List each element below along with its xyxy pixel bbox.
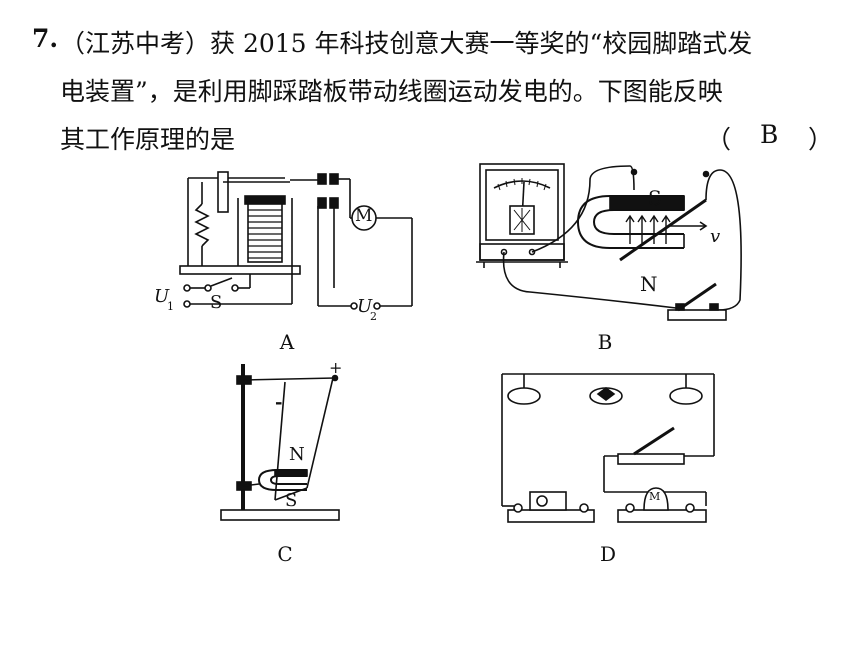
figure-a-caption: A — [279, 330, 295, 354]
figure-b-induction-setup[interactable]: S N v — [470, 160, 760, 330]
velocity-v-label: v — [710, 226, 721, 247]
figure-a-relay-circuit[interactable]: M U 1 S U 2 — [150, 168, 420, 328]
answer-close-paren: ） — [808, 125, 834, 154]
u1-label: U — [154, 286, 170, 307]
switch-s-label: S — [210, 292, 223, 313]
plus-terminal-label: + — [329, 358, 343, 377]
figure-c-caption: C — [277, 542, 293, 566]
u2-subscript: 2 — [370, 310, 377, 323]
u2-label: U — [357, 296, 373, 317]
magnet-n-label-c: N — [289, 444, 305, 465]
minus-terminal-label: - — [275, 392, 283, 413]
figure-b-caption: B — [597, 330, 613, 354]
u1-subscript: 1 — [167, 300, 174, 313]
figure-d-caption: D — [599, 542, 617, 566]
magnet-n-label: N — [640, 272, 658, 296]
answer-choice: B — [760, 120, 779, 149]
motor-label: M — [355, 206, 373, 226]
question-line-1: （江苏中考）获 2015 年科技创意大赛一等奖的“校园脚踏式发 — [60, 29, 753, 58]
motor-m-label-d: M — [649, 490, 661, 503]
figure-d-compass-circuit[interactable]: M — [494, 366, 724, 536]
question-line-3: 其工作原理的是 — [60, 125, 236, 154]
magnet-s-label-c: S — [285, 490, 298, 511]
question-number: 7. — [32, 24, 59, 53]
question-line-2: 电装置”，是利用脚踩踏板带动线圈运动发电的。下图能反映 — [60, 77, 723, 106]
magnet-s-label: S — [648, 186, 662, 210]
answer-open-paren: （ — [706, 125, 732, 154]
figure-c-wire-swing[interactable]: + - N S — [215, 358, 345, 530]
